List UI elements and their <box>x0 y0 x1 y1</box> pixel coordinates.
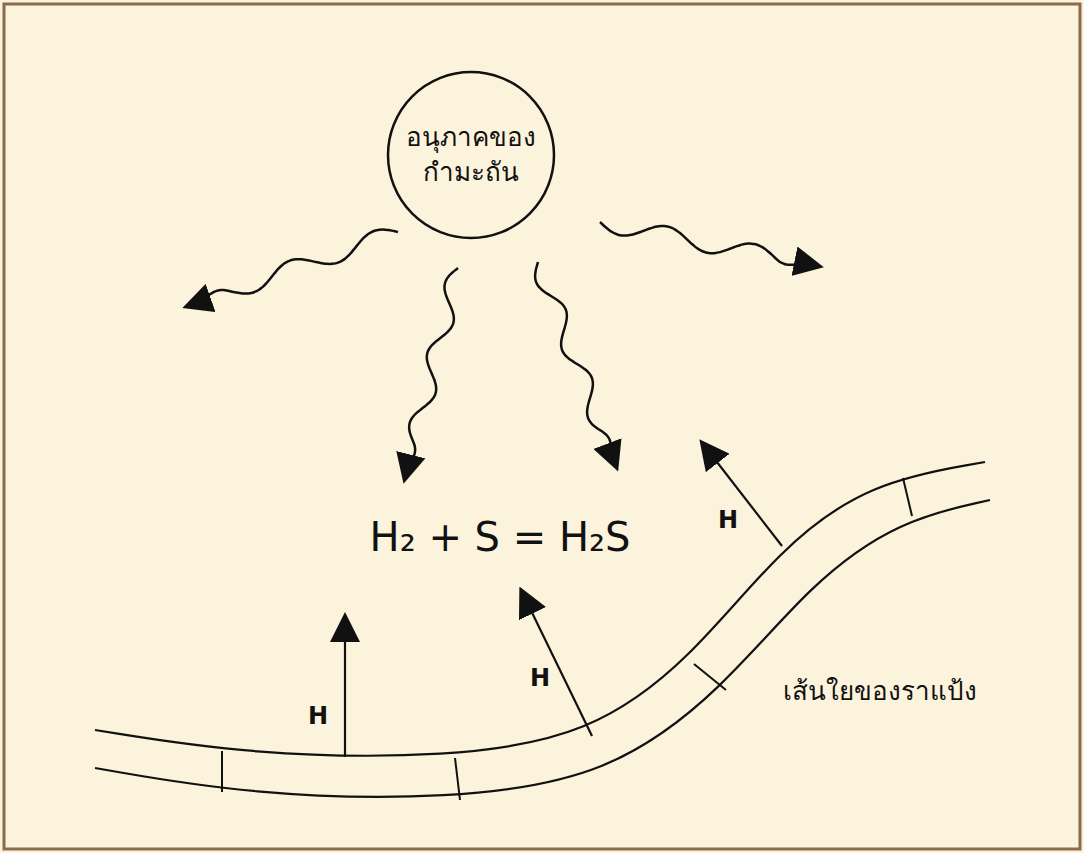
wavy-arrow <box>600 222 818 266</box>
hypha-wall <box>95 500 990 797</box>
particle-label: อนุภาคของ กำมะถัน <box>396 120 546 190</box>
hydrogen-arrow <box>344 618 346 757</box>
hydrogen-arrows <box>345 444 782 757</box>
hypha-label: เส้นใยของราแป้ง <box>783 670 977 711</box>
wavy-arrow <box>405 268 458 478</box>
hydrogen-label: H <box>308 702 328 730</box>
septum <box>221 751 223 792</box>
hypha-wall <box>95 462 985 756</box>
wavy-arrow <box>535 262 616 466</box>
wavy-arrows <box>188 222 818 478</box>
frame <box>4 4 1080 849</box>
hypha <box>95 462 990 800</box>
septum <box>694 664 726 690</box>
hydrogen-label: H <box>718 506 738 534</box>
hydrogen-label: H <box>530 664 550 692</box>
circle-outline <box>388 72 554 238</box>
wavy-arrow <box>188 230 398 306</box>
hydrogen-arrow <box>703 444 782 546</box>
septum <box>903 478 912 516</box>
septum <box>455 758 460 800</box>
hydrogen-arrow <box>522 592 592 736</box>
equation: H₂ + S = H₂S <box>370 514 631 560</box>
particle-circle: อนุภาคของ กำมะถัน <box>386 70 556 240</box>
circle-outline <box>386 70 556 240</box>
